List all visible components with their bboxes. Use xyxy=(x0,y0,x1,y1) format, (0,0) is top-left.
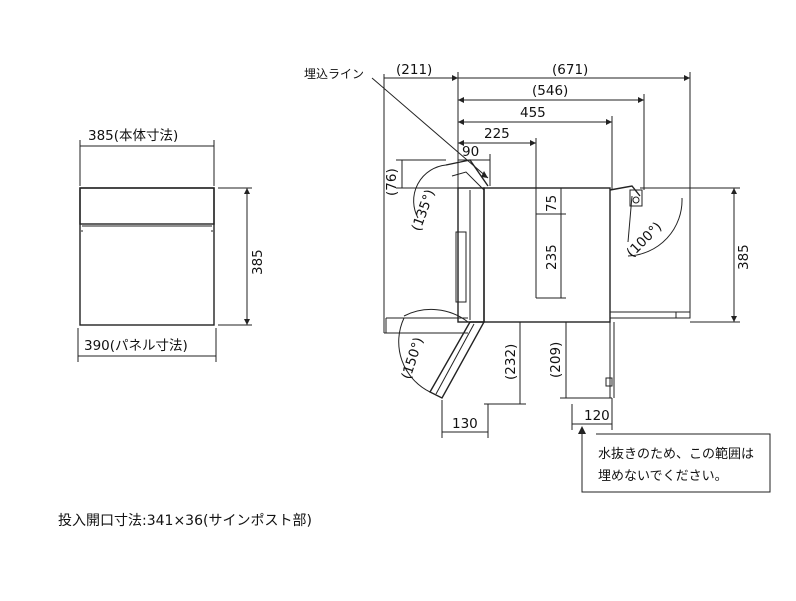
arc-135 xyxy=(413,164,447,219)
front-top-panel xyxy=(79,187,215,225)
dim-235-label: 235 xyxy=(544,244,560,270)
dim-232-label: (232) xyxy=(503,344,519,380)
hinge-pin xyxy=(632,196,640,204)
side-view xyxy=(371,72,740,438)
dim-546-label: (546) xyxy=(532,83,568,99)
hinge-block xyxy=(629,189,643,207)
front-panel-width-label: 390(パネル寸法) xyxy=(84,338,188,354)
dim-671-label: (671) xyxy=(552,62,588,78)
bottom-door xyxy=(429,321,486,399)
drain-note-bracket xyxy=(581,428,771,493)
dim-130-label: 130 xyxy=(452,416,478,432)
front-body-outline xyxy=(79,187,215,326)
rear-post-mark xyxy=(605,377,613,387)
angle-135-label: (135°) xyxy=(409,187,439,233)
drain-note-line-1: 水抜きのため、この範囲は xyxy=(598,446,754,462)
embed-leader xyxy=(371,77,489,179)
dim-76-label: (76) xyxy=(384,168,400,196)
arrow-icon xyxy=(458,97,464,103)
bottom-door-inner xyxy=(435,323,475,395)
embed-line-label: 埋込ライン xyxy=(304,67,364,81)
dim-75-label: 75 xyxy=(544,195,560,212)
embed-leader-arrow-icon xyxy=(481,171,488,178)
arc-150-b xyxy=(398,317,431,393)
back-door-top xyxy=(609,185,641,197)
dim-90-label: 90 xyxy=(462,144,479,160)
arrow-icon xyxy=(458,119,464,125)
arrow-heads xyxy=(244,75,737,325)
drain-note-line-2: 埋めないでください。 xyxy=(598,469,728,484)
arc-100 xyxy=(627,197,683,257)
dim-120-label: 120 xyxy=(584,408,610,424)
arrow-icon xyxy=(452,75,458,81)
top-lid-inner xyxy=(451,171,485,191)
angle-150-label: (150°) xyxy=(399,335,428,381)
drain-note-frame xyxy=(578,426,771,493)
arrow-icon xyxy=(731,316,737,322)
arrow-icon xyxy=(458,140,464,146)
front-height-label: 385 xyxy=(250,249,266,275)
dim-225-label: 225 xyxy=(484,126,510,142)
arc-150-a xyxy=(403,308,469,323)
arrow-icon xyxy=(731,188,737,194)
arrow-icon xyxy=(684,75,690,81)
front-view xyxy=(77,140,252,362)
back-door-line xyxy=(627,195,633,243)
inner-slot xyxy=(455,231,467,303)
arrow-icon xyxy=(638,97,644,103)
arrow-icon xyxy=(606,119,612,125)
dim-211-label: (211) xyxy=(396,62,432,78)
dim-209-label: (209) xyxy=(548,342,564,378)
arrow-icon xyxy=(530,140,536,146)
arrow-icon xyxy=(244,188,250,194)
dim-385-right-label: 385 xyxy=(736,244,752,270)
insertion-opening-note: 投入開口寸法:341×36(サインポスト部) xyxy=(58,513,312,529)
dim-455-label: 455 xyxy=(520,105,546,121)
arrow-icon xyxy=(244,319,250,325)
rear-foot xyxy=(675,311,691,319)
front-body-width-label: 385(本体寸法) xyxy=(88,128,178,144)
drain-note-arrow-icon xyxy=(578,426,586,434)
